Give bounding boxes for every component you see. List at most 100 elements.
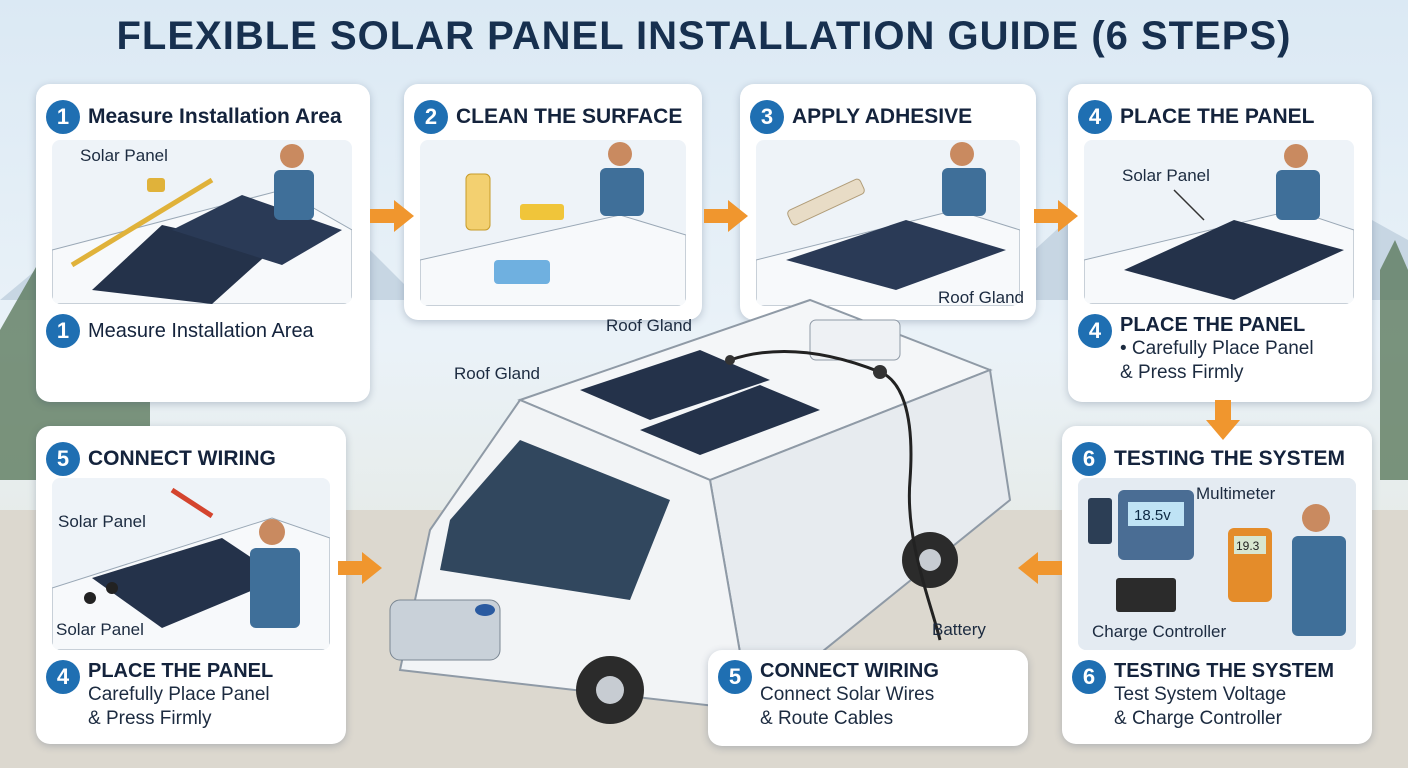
step-5-footer-line2: & Press Firmly — [88, 708, 212, 729]
worker-icon — [280, 144, 304, 168]
windshield — [440, 440, 670, 600]
arrow-right-icon — [338, 552, 382, 584]
roof-solar-panel-icon — [640, 385, 820, 455]
cloth-icon — [520, 204, 564, 220]
step-4-footer-badge: 4 — [1078, 314, 1112, 348]
center-step-line1: Connect Solar Wires — [760, 684, 935, 705]
step-6-title: TESTING THE SYSTEM — [1114, 447, 1346, 470]
step-1-header: 1 Measure Installation Area — [46, 100, 342, 134]
step-5-illustration — [52, 478, 330, 650]
step-4-footer-line1: • Carefully Place Panel — [1120, 338, 1314, 359]
step-4-footer-title: PLACE THE PANEL — [1120, 314, 1306, 336]
grille — [389, 599, 501, 661]
center-step-footer: 5 CONNECT WIRING Connect Solar Wires & R… — [718, 660, 939, 731]
step-5-header: 5 CONNECT WIRING — [46, 442, 276, 476]
connector-icon — [84, 592, 96, 604]
wire-stripper-icon — [170, 487, 214, 519]
step-4-illustration — [1084, 140, 1354, 304]
van-illustration — [389, 298, 1012, 724]
roof-gland-label-left: Roof Gland — [454, 364, 540, 383]
worker-icon — [1302, 504, 1330, 532]
worker-icon — [259, 519, 285, 545]
step-6-footer-badge: 6 — [1072, 660, 1106, 694]
step-1-number-badge: 1 — [46, 100, 80, 134]
step-3-illustration — [756, 140, 1020, 306]
cable — [729, 350, 942, 641]
step-4-number-badge: 4 — [1078, 100, 1112, 134]
controller-display — [1128, 502, 1184, 526]
step-6-footer-line1: Test System Voltage — [1114, 684, 1287, 705]
step-6-illustration: 18.5v 19.3 — [1078, 478, 1356, 650]
step-6-footer: 6 TESTING THE SYSTEM Test System Voltage… — [1072, 660, 1334, 731]
arrow-right-icon — [370, 200, 414, 232]
step-5-panel-label-top: Solar Panel — [58, 512, 146, 531]
step-6-footer-title: TESTING THE SYSTEM — [1114, 660, 1335, 682]
roof-gland-label-right: Roof Gland — [938, 288, 1024, 307]
step-1-footer-badge: 1 — [46, 314, 80, 348]
step-2-title: CLEAN THE SURFACE — [456, 105, 683, 128]
arrow-left-icon — [1018, 552, 1062, 584]
multimeter-display-text: 19.3 — [1236, 539, 1260, 553]
solar-panel-icon — [172, 195, 342, 265]
step-5-footer-line1: Carefully Place Panel — [88, 684, 270, 705]
breaker-icon — [1088, 498, 1112, 544]
step-4-panel-label: Solar Panel — [1122, 166, 1210, 185]
step-1-title: Measure Installation Area — [88, 105, 342, 128]
step-6-header: 6 TESTING THE SYSTEM — [1072, 442, 1345, 476]
step-5-footer-badge: 4 — [46, 660, 80, 694]
step-2-header: 2 CLEAN THE SURFACE — [414, 100, 682, 134]
multimeter-label: Multimeter — [1196, 484, 1276, 503]
center-step-card: 5 CONNECT WIRING Connect Solar Wires & R… — [708, 650, 1028, 746]
step-3-number-badge: 3 — [750, 100, 784, 134]
worker-icon — [1284, 144, 1308, 168]
towel-icon — [494, 260, 550, 284]
step-6-number-badge: 6 — [1072, 442, 1106, 476]
arrow-right-icon — [704, 200, 748, 232]
charge-controller-label: Charge Controller — [1092, 622, 1227, 641]
step-5-panel-label-bottom: Solar Panel — [56, 620, 144, 639]
step-2-illustration — [420, 140, 686, 306]
roof-gland-icon — [873, 365, 887, 379]
step-2-card: 2 CLEAN THE SURFACE — [404, 84, 702, 320]
solar-panel-icon — [92, 538, 282, 628]
step-5-footer: 4 PLACE THE PANEL Carefully Place Panel … — [46, 660, 273, 731]
solar-panel-icon — [786, 220, 1006, 290]
roof-gland-label-mid: Roof Gland — [606, 316, 692, 335]
step-5-number-badge: 5 — [46, 442, 80, 476]
worker-icon — [608, 142, 632, 166]
center-step-title: CONNECT WIRING — [760, 660, 939, 682]
step-4-title: PLACE THE PANEL — [1120, 105, 1315, 128]
center-step-badge: 5 — [718, 660, 752, 694]
worker-icon — [950, 142, 974, 166]
roof-vent-icon — [809, 319, 901, 361]
caulk-gun-icon — [787, 178, 865, 226]
step-1-panel-label: Solar Panel — [80, 146, 168, 165]
step-2-number-badge: 2 — [414, 100, 448, 134]
tape-measure-icon — [70, 177, 214, 268]
solar-panel-icon — [1124, 220, 1344, 300]
roof-gland-icon — [725, 355, 735, 365]
center-step-line2: & Route Cables — [760, 708, 894, 729]
controller-display-text: 18.5v — [1134, 507, 1171, 524]
step-4-footer: 4 PLACE THE PANEL • Carefully Place Pane… — [1078, 314, 1314, 385]
battery-label: Battery — [932, 620, 986, 639]
connector-icon — [106, 582, 118, 594]
step-4-footer-line2: & Press Firmly — [1120, 362, 1244, 383]
step-1-footer-title: Measure Installation Area — [88, 319, 314, 342]
battery-icon — [1116, 578, 1176, 612]
step-1-illustration — [52, 140, 352, 304]
page-title: FLEXIBLE SOLAR PANEL INSTALLATION GUIDE … — [116, 14, 1292, 58]
step-5-footer-title: PLACE THE PANEL — [88, 660, 274, 682]
step-5-title: CONNECT WIRING — [88, 447, 276, 470]
arrow-right-icon — [1034, 200, 1078, 232]
step-6-footer-line2: & Charge Controller — [1114, 708, 1282, 729]
step-4-header: 4 PLACE THE PANEL — [1078, 100, 1314, 134]
spray-bottle-icon — [465, 173, 491, 231]
step-1-footer: 1 Measure Installation Area — [46, 314, 314, 348]
